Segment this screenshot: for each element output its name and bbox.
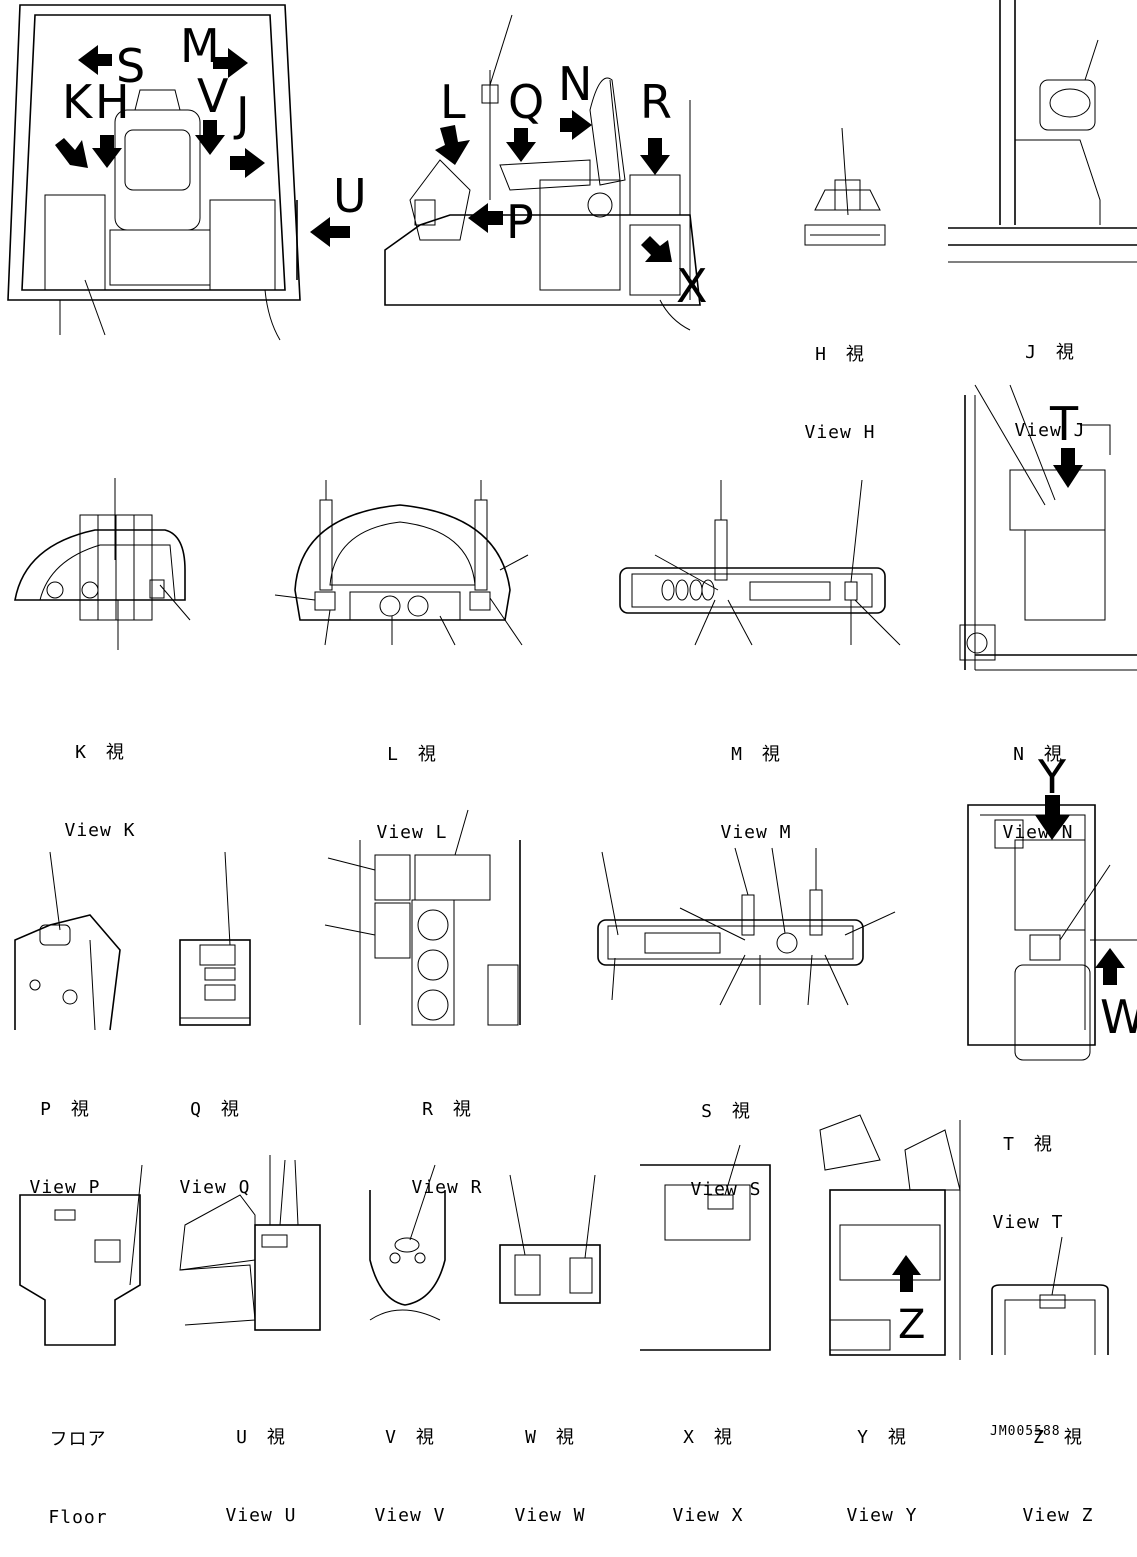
caption-en: View R: [411, 1177, 483, 1198]
caption-en: View V: [374, 1505, 446, 1526]
marker-N: N: [558, 57, 592, 111]
caption-floor: フロア Floor: [28, 1375, 128, 1557]
caption-jp: M 視: [731, 744, 781, 765]
marker-Z: Z: [898, 1302, 925, 1348]
caption-view-u: U 視 View U: [211, 1373, 311, 1555]
marker-W: W: [1100, 990, 1137, 1044]
view-w-drawing: [499, 1174, 601, 1304]
caption-en: View W: [514, 1505, 586, 1526]
view-l-drawing: [274, 480, 529, 646]
marker-U: U: [333, 169, 367, 223]
caption-en: View H: [804, 422, 876, 443]
caption-jp: Z 視: [1033, 1427, 1083, 1448]
caption-jp: L 視: [387, 744, 437, 765]
drawing-code: JM005588: [990, 1424, 1061, 1439]
caption-en: View Q: [179, 1177, 251, 1198]
marker-V: V: [197, 69, 229, 123]
marker-H: H: [95, 75, 130, 129]
view-m-drawing: [619, 479, 901, 646]
caption-en: View L: [376, 822, 448, 843]
caption-jp: Q 視: [190, 1099, 240, 1120]
caption-view-t: T 視 View T: [978, 1080, 1078, 1262]
view-z-drawing: [991, 1236, 1109, 1355]
caption-view-q: Q 視 View Q: [165, 1045, 265, 1227]
caption-jp: H 視: [815, 344, 865, 365]
caption-view-n: N 視 View N: [988, 690, 1088, 872]
view-u-drawing: [179, 1155, 321, 1331]
caption-jp: K 視: [75, 742, 125, 763]
view-n-drawing: T: [959, 384, 1137, 671]
caption-en: Floor: [48, 1507, 108, 1528]
caption-view-r: R 視 View R: [397, 1045, 497, 1227]
view-r-drawing: [324, 809, 521, 1026]
caption-en: View X: [672, 1505, 744, 1526]
view-v-drawing: [369, 1164, 446, 1321]
marker-M: M: [180, 19, 220, 73]
view-p-drawing: [14, 851, 121, 1031]
caption-jp: T 視: [1003, 1134, 1053, 1155]
marker-S: S: [116, 39, 145, 93]
caption-view-z: Z 視 View Z: [1008, 1373, 1108, 1555]
caption-view-p: P 視 View P: [15, 1045, 115, 1227]
view-t-drawing: Y W: [967, 750, 1137, 1061]
marker-Y: Y: [1037, 750, 1067, 804]
caption-view-s: S 視 View S: [676, 1047, 776, 1229]
marker-R: R: [640, 75, 672, 129]
caption-en: View N: [1002, 822, 1074, 843]
marker-K: K: [62, 75, 94, 129]
caption-view-m: M 視 View M: [706, 690, 806, 872]
caption-en: View U: [225, 1505, 297, 1526]
caption-en: View P: [29, 1177, 101, 1198]
caption-view-x: X 視 View X: [658, 1373, 758, 1555]
caption-view-w: W 視 View W: [500, 1373, 600, 1555]
marker-J: J: [233, 87, 250, 141]
view-y-drawing: Z: [819, 1114, 961, 1360]
floor-drawing: [19, 1164, 143, 1346]
caption-en: View T: [992, 1212, 1064, 1233]
view-s-drawing: [597, 847, 896, 1006]
caption-en: View M: [720, 822, 792, 843]
diagram-drawing: S M K H V J U L Q N R P X: [7, 0, 1137, 1360]
caption-jp: W 視: [525, 1427, 575, 1448]
marker-X: X: [676, 259, 708, 313]
caption-jp: X 視: [683, 1427, 733, 1448]
view-k-drawing: [14, 478, 191, 650]
caption-jp: J 視: [1025, 342, 1075, 363]
caption-jp: R 視: [422, 1099, 472, 1120]
seat-side-view: L Q N R P X: [384, 14, 708, 331]
marker-P: P: [506, 195, 534, 249]
caption-jp: V 視: [385, 1427, 435, 1448]
cab-top-view: S M K H V J U: [7, 4, 367, 341]
view-j-drawing: [948, 0, 1137, 263]
parts-diagram-sheet: S M K H V J U L Q N R P X: [7, 0, 1137, 1528]
caption-jp: S 視: [701, 1101, 751, 1122]
caption-en: View J: [1014, 420, 1086, 441]
view-q-drawing: [179, 851, 251, 1026]
caption-view-h: H 視 View H: [790, 290, 890, 472]
view-x-drawing: [640, 1144, 771, 1351]
caption-jp: Y 視: [857, 1427, 907, 1448]
caption-jp: P 視: [40, 1099, 90, 1120]
caption-view-k: K 視 View K: [50, 688, 150, 870]
caption-view-j: J 視 View J: [1000, 288, 1100, 470]
marker-Q: Q: [508, 75, 544, 129]
caption-en: View S: [690, 1179, 762, 1200]
marker-T: T: [1049, 397, 1079, 451]
view-h-drawing: [804, 127, 886, 246]
caption-view-y: Y 視 View Y: [832, 1373, 932, 1555]
caption-en: View Y: [846, 1505, 918, 1526]
caption-en: View K: [64, 820, 136, 841]
caption-en: View Z: [1022, 1505, 1094, 1526]
caption-jp: フロア: [49, 1429, 107, 1450]
caption-view-v: V 視 View V: [360, 1373, 460, 1555]
caption-jp: U 視: [236, 1427, 286, 1448]
caption-jp: N 視: [1013, 744, 1063, 765]
caption-view-l: L 視 View L: [362, 690, 462, 872]
marker-L: L: [440, 75, 466, 129]
